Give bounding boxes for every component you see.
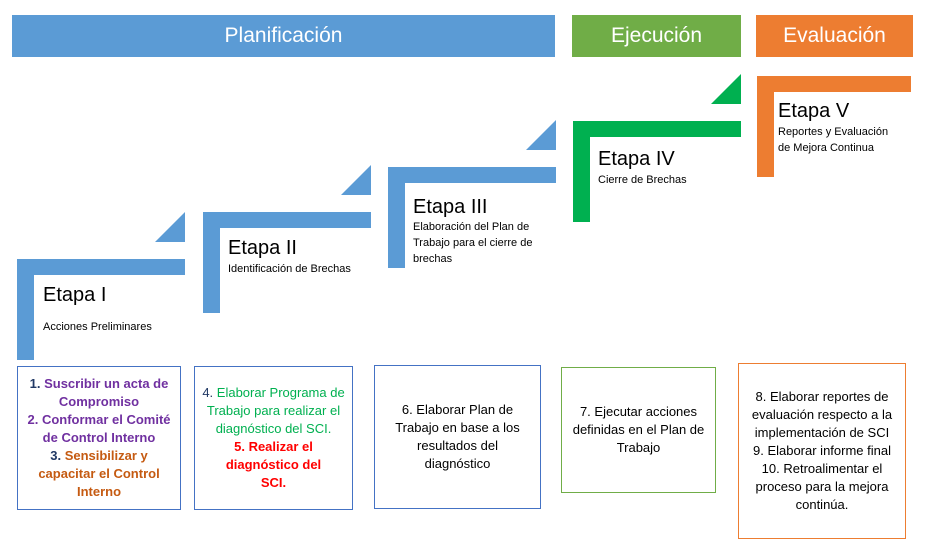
phase-header-planificacion: Planificación [12,15,555,57]
step-top-bar [573,121,741,137]
item-number: 1. [29,376,45,391]
step-side-bar [17,259,34,360]
activity-box-5: 8. Elaborar reportes de evaluación respe… [738,363,906,539]
activity-item-9: 9. Elaborar informe final [752,443,891,458]
step-arrow-tip [526,120,556,150]
stage-title: Etapa IV [598,148,675,170]
activity-box-4: 7. Ejecutar acciones definidas en el Pla… [561,367,716,493]
step-arrow-tip [155,212,185,242]
phase-header-evaluacion: Evaluación [756,15,913,57]
stage-title: Etapa II [228,237,297,259]
step-top-bar [17,259,185,275]
item-text: Conformar el Comité de Control Interno [41,412,171,445]
stage-desc: Identificación de Brechas [228,263,351,275]
step-top-bar [388,167,556,183]
activity-item-5: 5. Realizar el diagnóstico del SCI. [225,439,322,490]
item-text: Sensibilizar y capacitar el Control Inte… [38,448,160,499]
stage-desc: Cierre de Brechas [598,174,687,186]
activity-box-1: 1. Suscribir un acta de Compromiso 2. Co… [17,366,181,510]
item-text: Suscribir un acta de Compromiso [44,376,169,409]
activity-item-6: 6. Elaborar Plan de Trabajo en base a lo… [395,402,520,471]
phase-label: Evaluación [783,24,886,47]
activity-box-3: 6. Elaborar Plan de Trabajo en base a lo… [374,365,541,509]
activity-item-3: 3. Sensibilizar y capacitar el Control I… [24,447,174,501]
activity-item-10: 10. Retroalimentar el proceso para la me… [755,461,889,512]
activity-item-1: 1. Suscribir un acta de Compromiso [24,375,174,411]
activity-item-2: 2. Conformar el Comité de Control Intern… [24,411,174,447]
step-top-bar [757,76,911,92]
step-side-bar [757,76,774,177]
activity-item-7: 7. Ejecutar acciones definidas en el Pla… [572,404,705,455]
stage-title: Etapa I [43,284,107,306]
item-number: 2. [27,412,42,427]
step-arrow-tip [341,165,371,195]
phase-label: Ejecución [610,24,703,47]
phase-header-ejecucion: Ejecución [572,15,741,57]
activity-item-8: 8. Elaborar reportes de evaluación respe… [751,389,893,440]
stage-desc: Reportes y Evaluación de Mejora Continua [778,126,889,154]
item-number: 3. [50,448,65,463]
stage-desc: Elaboración del Plan de Trabajo para el … [413,221,533,265]
stage-title: Etapa III [413,196,488,218]
activity-box-2: 4. Elaborar Programa de Trabajo para rea… [194,366,353,510]
stage-desc: Acciones Preliminares [43,321,152,333]
stage-title: Etapa V [778,100,850,122]
step-arrow-tip [711,74,741,104]
item-number: 4. [202,385,217,400]
phase-label: Planificación [224,24,343,47]
step-side-bar [203,212,220,313]
step-side-bar [388,167,405,268]
activity-item-4: 4. Elaborar Programa de Trabajo para rea… [201,384,346,438]
item-text: Elaborar Programa de Trabajo para realiz… [206,385,345,436]
step-side-bar [573,121,590,222]
step-top-bar [203,212,371,228]
